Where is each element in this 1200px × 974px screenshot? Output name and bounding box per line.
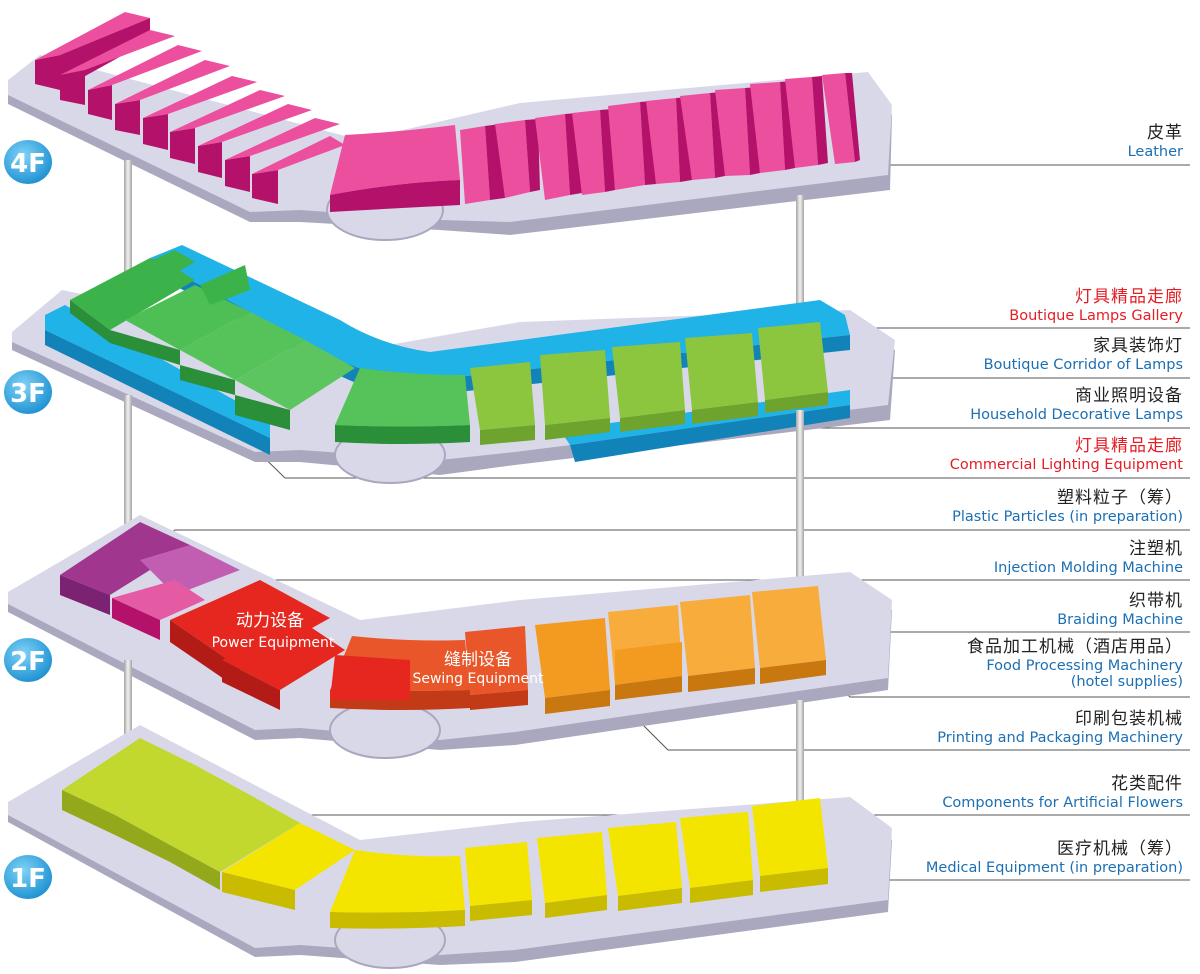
legend-cn: 印刷包装机械 [1075, 709, 1183, 729]
legend-boutique-lamps-gallery: 灯具精品走廊 Boutique Lamps Gallery [1009, 287, 1183, 324]
medical-block-center [330, 850, 465, 913]
legend-cn: 商业照明设备 [1075, 386, 1183, 406]
floor-badge-1f: 1F [4, 855, 52, 899]
legend-en-line2: (hotel supplies) [1070, 674, 1183, 691]
legend-cn: 灯具精品走廊 [1075, 287, 1183, 307]
legend-boutique-corridor: 家具装饰灯 Boutique Corridor of Lamps [983, 336, 1183, 373]
floor-label-2f: 2F [10, 647, 46, 677]
legend-artificial-flowers: 花类配件 Components for Artificial Flowers [942, 774, 1183, 811]
legend-en: Printing and Packaging Machinery [937, 729, 1183, 746]
lamp-blocks-right [470, 322, 828, 445]
leather-blocks-right [460, 73, 860, 204]
legend-leather: 皮革 Leather [1127, 123, 1183, 160]
legend-en: Leather [1127, 143, 1183, 160]
sewing-equipment-cn: 缝制设备 [444, 650, 512, 670]
legend-cn: 食品加工机械（酒店用品） [967, 637, 1183, 657]
floor-1f [8, 725, 892, 969]
legend-cn: 织带机 [1129, 591, 1183, 611]
legend-commercial-lighting: 灯具精品走廊 Commercial Lighting Equipment [949, 436, 1183, 473]
legend-braiding-machine: 织带机 Braiding Machine [1057, 591, 1183, 628]
lamp-block-center [335, 368, 470, 427]
legend-cn: 灯具精品走廊 [1075, 436, 1183, 456]
legend-food-processing: 食品加工机械（酒店用品） Food Processing Machinery (… [967, 637, 1183, 691]
legend-en: Boutique Lamps Gallery [1009, 307, 1183, 324]
floor-4f [8, 12, 892, 241]
floor-badge-2f: 2F [4, 638, 52, 682]
legend-household-lamps: 商业照明设备 Household Decorative Lamps [970, 386, 1183, 423]
legend-en: Boutique Corridor of Lamps [983, 356, 1183, 373]
legend-en: Food Processing Machinery [986, 657, 1183, 674]
legend-cn: 注塑机 [1129, 539, 1183, 559]
medical-blocks-right [465, 798, 828, 921]
machinery-blocks-left [60, 522, 345, 710]
legend-en: Commercial Lighting Equipment [949, 456, 1183, 473]
floor-label-3f: 3F [10, 379, 46, 409]
lamp-blocks-left [70, 250, 355, 430]
legend-medical-equipment: 医疗机械（筹） Medical Equipment (in preparatio… [925, 839, 1183, 876]
legend-en: Injection Molding Machine [993, 559, 1183, 576]
flower-blocks-left [62, 738, 355, 910]
floor-badge-4f: 4F [4, 140, 52, 184]
leather-blocks-left [35, 12, 345, 204]
legend-cn: 医疗机械（筹） [1057, 839, 1183, 859]
floor-label-4f: 4F [10, 149, 46, 179]
legend-plastic-particles: 塑料粒子（筹） Plastic Particles (in preparatio… [952, 488, 1183, 525]
legend-injection-molding: 注塑机 Injection Molding Machine [993, 539, 1183, 576]
floor-3f [12, 245, 895, 484]
leather-block-center [330, 125, 460, 195]
legend-cn: 家具装饰灯 [1093, 336, 1183, 356]
floor-badge-3f: 3F [4, 370, 52, 414]
legend-printing-packaging: 印刷包装机械 Printing and Packaging Machinery [937, 709, 1183, 746]
power-equipment-cn: 动力设备 [236, 611, 304, 631]
power-equipment-en: Power Equipment [212, 635, 335, 651]
legend-en: Components for Artificial Flowers [942, 794, 1183, 811]
legend-en: Plastic Particles (in preparation) [952, 508, 1183, 525]
sewing-equipment-en: Sewing Equipment [412, 671, 544, 687]
machinery-blocks-right [465, 586, 826, 714]
floor-label-1f: 1F [10, 864, 46, 894]
legend-en: Medical Equipment (in preparation) [925, 859, 1183, 876]
legend-cn: 塑料粒子（筹） [1057, 488, 1183, 508]
legend-en: Household Decorative Lamps [970, 406, 1183, 423]
legend-en: Braiding Machine [1057, 611, 1183, 628]
floor-2f: 动力设备 Power Equipment 缝制设备 Sewing Equipme… [8, 515, 892, 759]
legend-cn: 皮革 [1147, 123, 1183, 143]
legend-cn: 花类配件 [1111, 774, 1183, 794]
